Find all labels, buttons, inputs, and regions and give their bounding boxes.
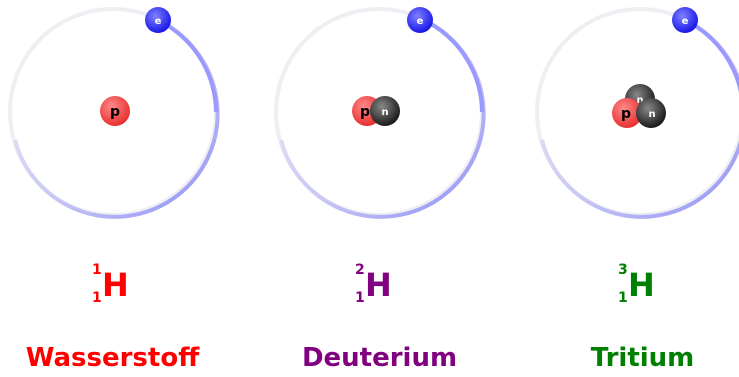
neutron [370, 96, 400, 126]
proton [100, 96, 130, 126]
electron-label: e [155, 16, 162, 27]
atomic-number: 1 [92, 290, 102, 306]
mass-number: 2 [355, 262, 365, 278]
neutron-label: n [636, 95, 643, 106]
element-symbol: H [628, 266, 655, 304]
electron-label: e [682, 16, 689, 27]
electron-label: e [417, 16, 424, 27]
atom-diagram-deuterium: e p n [274, 7, 486, 219]
mass-number: 3 [618, 262, 628, 278]
proton-label: p [360, 104, 370, 120]
atomic-number: 1 [355, 290, 365, 306]
element-symbol: H [365, 266, 392, 304]
element-symbol: H [102, 266, 129, 304]
electron [407, 7, 433, 33]
atom-diagram-hydrogen: e p [8, 7, 220, 219]
neutron-label: n [648, 109, 655, 120]
atom-deuterium: e p n 2 H 1 Deuterium [267, 0, 512, 377]
isotope-notation-deuterium: 2 H 1 [267, 254, 512, 314]
proton [612, 98, 642, 128]
electron [145, 7, 171, 33]
atom-hydrogen: e p 1 H 1 Wasserstoff [0, 0, 245, 377]
isotope-name-hydrogen: Wasserstoff [25, 343, 200, 373]
neutron-label: n [381, 107, 388, 118]
atom-diagram-tritium: e n p n [535, 7, 739, 219]
atomic-number: 1 [618, 290, 628, 306]
isotope-notation-hydrogen: 1 H 1 [0, 254, 245, 314]
isotope-name-tritium: Tritium [590, 343, 695, 373]
proton-label: p [110, 104, 120, 120]
atom-tritium: e n p n 3 H 1 Tritium [534, 0, 739, 377]
isotope-name-deuterium: Deuterium [301, 343, 458, 373]
neutron [636, 98, 666, 128]
mass-number: 1 [92, 262, 102, 278]
proton-label: p [621, 106, 631, 122]
electron [672, 7, 698, 33]
isotope-notation-tritium: 3 H 1 [534, 254, 739, 314]
